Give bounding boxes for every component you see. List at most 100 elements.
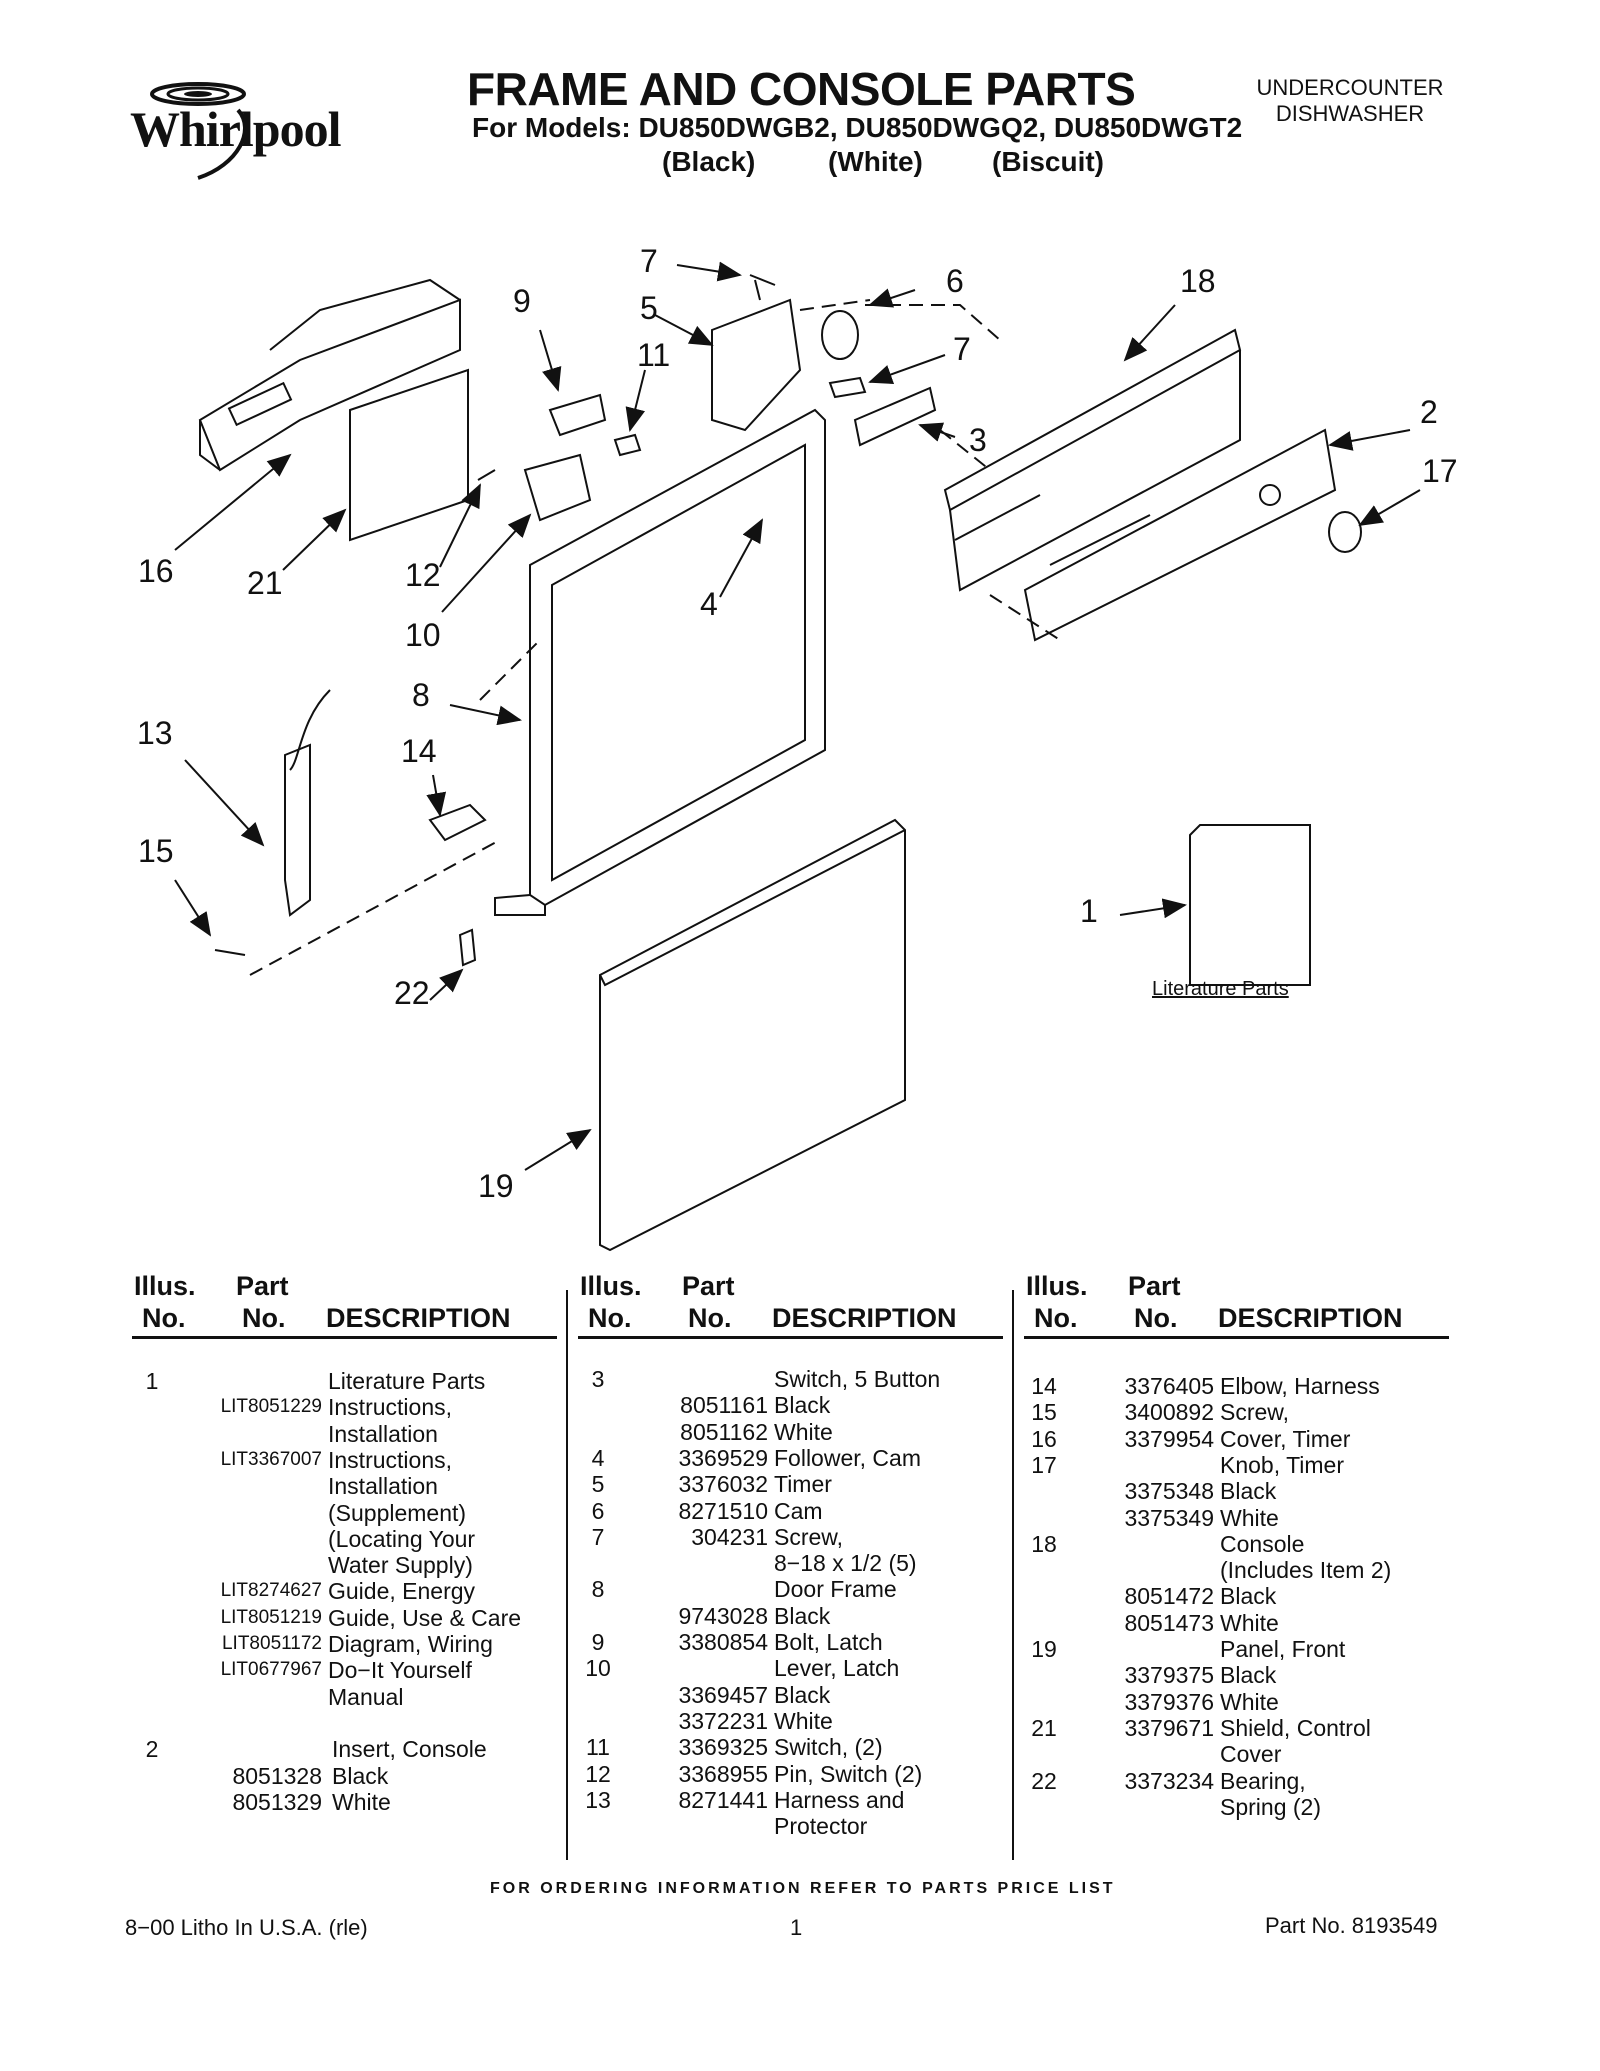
callout-6: 6 [946,263,964,299]
description-cell: White [1220,1504,1279,1531]
color-biscuit: (Biscuit) [992,146,1104,177]
description-cell: Elbow, Harness [1220,1373,1380,1399]
callout-21: 21 [247,565,283,601]
illus-header-3b: No. [1034,1303,1078,1333]
callout-18: 18 [1180,263,1216,299]
description-cell: Water Supply) [328,1552,473,1579]
column-divider-1 [566,1290,568,1860]
callout-7-right: 7 [953,331,971,367]
illus-number: 7 [591,1523,605,1550]
illus-number: 17 [1031,1451,1057,1478]
illus-number: 11 [586,1734,610,1761]
description-cell: Timer [774,1471,832,1498]
part-number-cell: 3400892 [1124,1399,1214,1426]
illus-number: 1 [145,1368,159,1394]
part-number-cell: 3379671 [1124,1714,1214,1741]
part-header-1a: Part [236,1271,289,1301]
switch-small-part [613,433,642,457]
callout-5: 5 [640,290,658,326]
description-cell: 8−18 x 1/2 (5) [774,1550,917,1577]
illus-number: 22 [1031,1767,1057,1794]
page-title: FRAME AND CONSOLE PARTS [467,63,1136,115]
callout-17: 17 [1422,453,1458,489]
switch-part [853,386,937,447]
callout-22: 22 [394,975,430,1011]
callout-19: 19 [478,1168,514,1204]
illus-number: 15 [1031,1399,1057,1426]
description-cell: Screw, [774,1523,844,1550]
part-number-cell: 3369325 [678,1734,768,1761]
part-header-2b: No. [688,1303,732,1333]
part-number-cell: 8051328 [232,1762,322,1789]
part-number-cell: LIT8051172 [221,1633,322,1654]
color-black: (Black) [662,146,756,177]
description-cell: Guide, Energy [328,1578,476,1605]
description-cell: Follower, Cam [774,1444,921,1471]
callout-1: 1 [1080,893,1098,929]
product-type-line1: UNDERCOUNTER [1256,75,1444,100]
exploded-parts-diagram [174,261,1421,1252]
illus-number: 6 [591,1497,605,1524]
illus-header-1b: No. [142,1303,186,1333]
illus-number: 16 [1031,1425,1057,1452]
part-number-cell: 3375349 [1124,1504,1214,1531]
description-cell: Literature Parts [328,1368,486,1394]
description-cell: Harness and [774,1786,905,1813]
description-cell: Guide, Use & Care [328,1604,522,1631]
door-frame-part [494,408,826,916]
illus-header-2b: No. [588,1303,632,1333]
description-cell: Manual [328,1683,404,1710]
front-panel-part [599,818,906,1252]
description-cell: Black [1220,1478,1277,1505]
illus-header-2a: Illus. [580,1271,642,1301]
desc-header-3: DESCRIPTION [1218,1303,1403,1333]
insert-part [1023,428,1337,642]
product-type-line2: DISHWASHER [1275,101,1425,126]
description-cell: Protector [774,1813,868,1840]
ordering-note: FOR ORDERING INFORMATION REFER TO PARTS … [490,1880,1116,1897]
litho-line: 8−00 Litho In U.S.A. (rle) [125,1915,368,1940]
illus-number: 13 [585,1786,611,1813]
part-number-cell: 3369529 [678,1444,768,1471]
part-number-cell: 3376405 [1124,1373,1214,1399]
literature-part [1189,824,1311,986]
screw-part-3 [214,949,246,956]
part-number: Part No. 8193549 [1265,1913,1438,1938]
callout-4: 4 [700,586,718,622]
description-cell: Pin, Switch (2) [774,1760,923,1787]
description-cell: Black [774,1392,831,1419]
callout-10: 10 [405,617,441,653]
part-number-cell: 3373234 [1124,1767,1214,1794]
elbow-part [428,803,487,842]
callout-16: 16 [138,553,174,589]
part-number-cell: 8051472 [1124,1583,1214,1610]
description-cell: Screw, [1220,1399,1290,1426]
swirl-icon [150,82,247,180]
description-cell: Knob, Timer [1220,1451,1344,1478]
part-number-cell: 3369457 [678,1681,768,1708]
latch-lever-part [523,453,592,522]
illus-header-1a: Illus. [134,1271,196,1301]
callout-14: 14 [401,733,437,769]
part-header-2a: Part [682,1271,735,1301]
part-number-cell: LIT8051229 [220,1396,322,1418]
screw-part [749,274,776,301]
header-rule-2 [578,1336,1003,1339]
callout-15: 15 [138,833,174,869]
description-cell: Installation [328,1473,438,1500]
description-cell: Bolt, Latch [774,1629,883,1655]
callout-3: 3 [969,422,987,458]
whirlpool-logo: Whirlpool [128,70,378,190]
illus-number: 3 [591,1366,605,1392]
illus-number: 19 [1031,1636,1057,1662]
part-number-cell: 8051162 [680,1418,768,1445]
knob-part [1328,511,1362,553]
description-cell: Bearing, [1220,1767,1306,1794]
part-number-cell: 3379954 [1124,1425,1214,1452]
shield-part [349,368,469,542]
description-cell: (Supplement) [328,1499,467,1526]
bearing-part [458,928,477,967]
part-number-cell: 3375348 [1124,1478,1214,1505]
literature-parts-label: Literature Parts [1152,978,1289,1000]
description-cell: White [1220,1688,1279,1715]
